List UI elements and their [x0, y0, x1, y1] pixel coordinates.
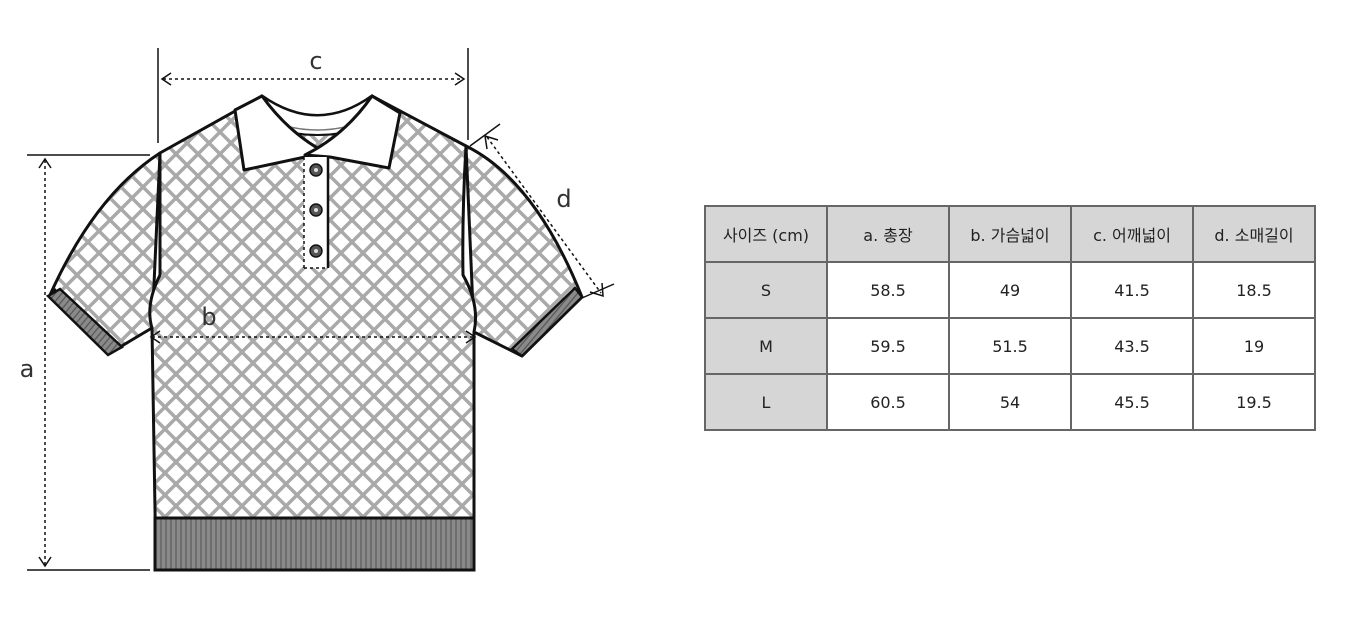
- value-cell: 58.5: [826, 261, 950, 319]
- size-chart-table: 사이즈 (cm) a. 총장 b. 가슴넓이 c. 어깨넓이 d. 소매길이 S…: [704, 205, 1316, 431]
- value-cell: 18.5: [1192, 261, 1316, 319]
- value-cell: 19.5: [1192, 373, 1316, 431]
- left-sleeve: [48, 151, 162, 355]
- polo-shirt-diagram: c a b d: [20, 47, 615, 572]
- right-cuff: [510, 286, 584, 358]
- table-row: L 60.5 54 45.5 19.5: [704, 373, 1316, 431]
- table-header-row: 사이즈 (cm) a. 총장 b. 가슴넓이 c. 어깨넓이 d. 소매길이: [704, 205, 1316, 263]
- value-cell: 19: [1192, 317, 1316, 375]
- button-bottom: [309, 244, 323, 258]
- value-cell: 45.5: [1070, 373, 1194, 431]
- button-top: [309, 163, 323, 177]
- header-sleeve-length: d. 소매길이: [1192, 205, 1316, 263]
- value-cell: 43.5: [1070, 317, 1194, 375]
- size-cell: M: [704, 317, 828, 375]
- value-cell: 49: [948, 261, 1072, 319]
- collar-left: [233, 94, 332, 172]
- label-d: d: [556, 185, 571, 213]
- table-row: S 58.5 49 41.5 18.5: [704, 261, 1316, 319]
- size-cell: L: [704, 373, 828, 431]
- right-sleeve: [464, 144, 584, 358]
- label-b: b: [201, 303, 216, 331]
- label-c: c: [309, 47, 322, 75]
- value-cell: 54: [948, 373, 1072, 431]
- measure-d: [469, 123, 615, 299]
- measure-b: [149, 330, 477, 344]
- value-cell: 59.5: [826, 317, 950, 375]
- header-chest-width: b. 가슴넓이: [948, 205, 1072, 263]
- hem-rib: [153, 516, 476, 572]
- button-middle: [309, 203, 323, 217]
- header-shoulder-width: c. 어깨넓이: [1070, 205, 1194, 263]
- value-cell: 41.5: [1070, 261, 1194, 319]
- size-cell: S: [704, 261, 828, 319]
- measure-c: [157, 48, 469, 143]
- header-size: 사이즈 (cm): [704, 205, 828, 263]
- value-cell: 51.5: [948, 317, 1072, 375]
- measure-a: [27, 154, 150, 571]
- collar-right: [303, 94, 402, 170]
- table-row: M 59.5 51.5 43.5 19: [704, 317, 1316, 375]
- label-a: a: [20, 355, 35, 383]
- value-cell: 60.5: [826, 373, 950, 431]
- header-total-length: a. 총장: [826, 205, 950, 263]
